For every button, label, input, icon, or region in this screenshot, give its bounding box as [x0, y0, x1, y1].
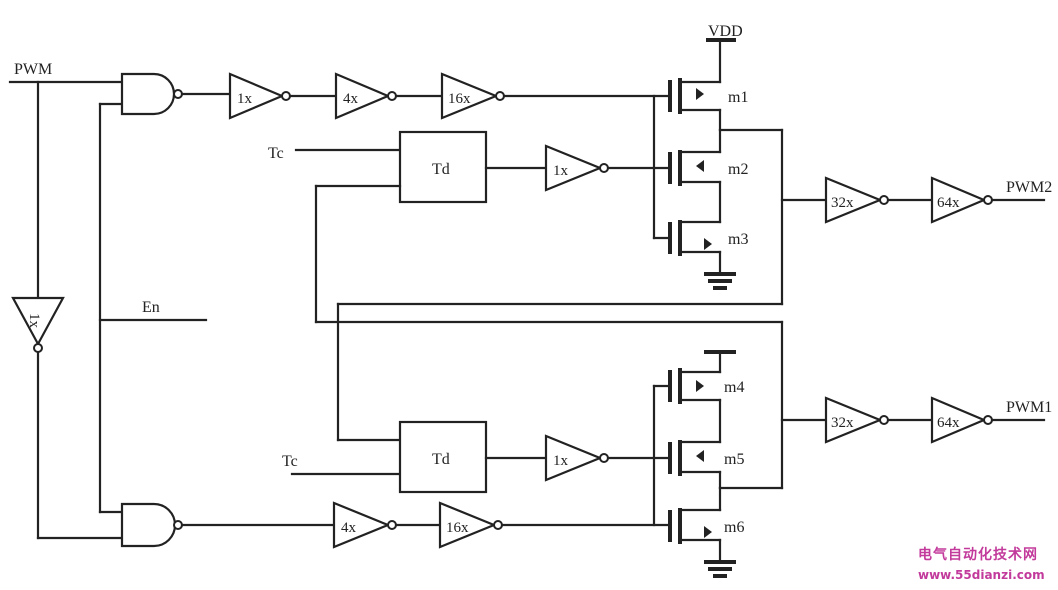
bottom-delay-buffer-label: 1x: [553, 453, 569, 469]
pwm1-buffer-64x-label: 64x: [937, 415, 960, 431]
left-inverter-1x: 1x: [11, 296, 65, 353]
bottom-buffer-16x-label: 16x: [446, 520, 469, 536]
vdd-label: VDD: [708, 23, 743, 40]
m5-label: m5: [724, 451, 744, 468]
pwm1-buffer-32x: 32x: [824, 396, 889, 444]
top-buffer-16x-label: 16x: [448, 91, 471, 107]
top-delay-buffer-label: 1x: [553, 163, 569, 179]
top-buffer-4x-label: 4x: [343, 91, 359, 107]
m2-label: m2: [728, 161, 748, 178]
pwm2-buffer-64x: 64x: [930, 176, 993, 224]
pwm2-buffer-64x-label: 64x: [937, 195, 960, 211]
cross-feedback-wiring: [314, 184, 784, 490]
bottom-buffer-4x: 4x: [332, 501, 397, 549]
top-delay-buffer-1x: 1x: [544, 144, 609, 192]
pwm2-output-label: PWM2: [1006, 179, 1052, 196]
tc-top-label: Tc: [268, 145, 284, 162]
bottom-delay-buffer-1x: 1x: [544, 434, 609, 482]
bottom-delay-label: Td: [432, 451, 450, 468]
tc-bottom-label: Tc: [282, 453, 298, 470]
watermark-title: 电气自动化技术网: [918, 547, 1038, 563]
pwm2-buffer-32x: 32x: [824, 176, 889, 224]
bottom-buffer-16x: 16x: [438, 501, 503, 549]
m4-label: m4: [724, 379, 744, 396]
top-buffer-4x: 4x: [334, 72, 397, 120]
bottom-transistor-stack: [668, 350, 784, 578]
top-nand-gate: [120, 72, 183, 116]
left-inverter-label: 1x: [26, 313, 42, 329]
watermark-url: www.55dianzi.com: [918, 568, 1045, 582]
bottom-nand-gate: [120, 502, 183, 548]
bottom-delay-block: [398, 420, 488, 494]
m1-label: m1: [728, 89, 748, 106]
top-buffer-16x: 16x: [440, 72, 505, 120]
top-buffer-1x: 1x: [228, 72, 291, 120]
m3-label: m3: [728, 231, 748, 248]
enable-wiring: [98, 102, 208, 514]
bottom-buffer-4x-label: 4x: [341, 520, 357, 536]
m6-label: m6: [724, 519, 744, 536]
top-buffer-1x-label: 1x: [237, 91, 253, 107]
pwm2-buffer-32x-label: 32x: [831, 195, 854, 211]
pwm-input-label: PWM: [14, 61, 52, 78]
pwm1-buffer-64x: 64x: [930, 396, 993, 444]
enable-label: En: [142, 299, 160, 316]
pwm1-buffer-32x-label: 32x: [831, 415, 854, 431]
top-transistor-stack: [668, 38, 784, 290]
pwm-input-wiring: [8, 80, 124, 540]
top-delay-label: Td: [432, 161, 450, 178]
pwm1-output-label: PWM1: [1006, 399, 1052, 416]
